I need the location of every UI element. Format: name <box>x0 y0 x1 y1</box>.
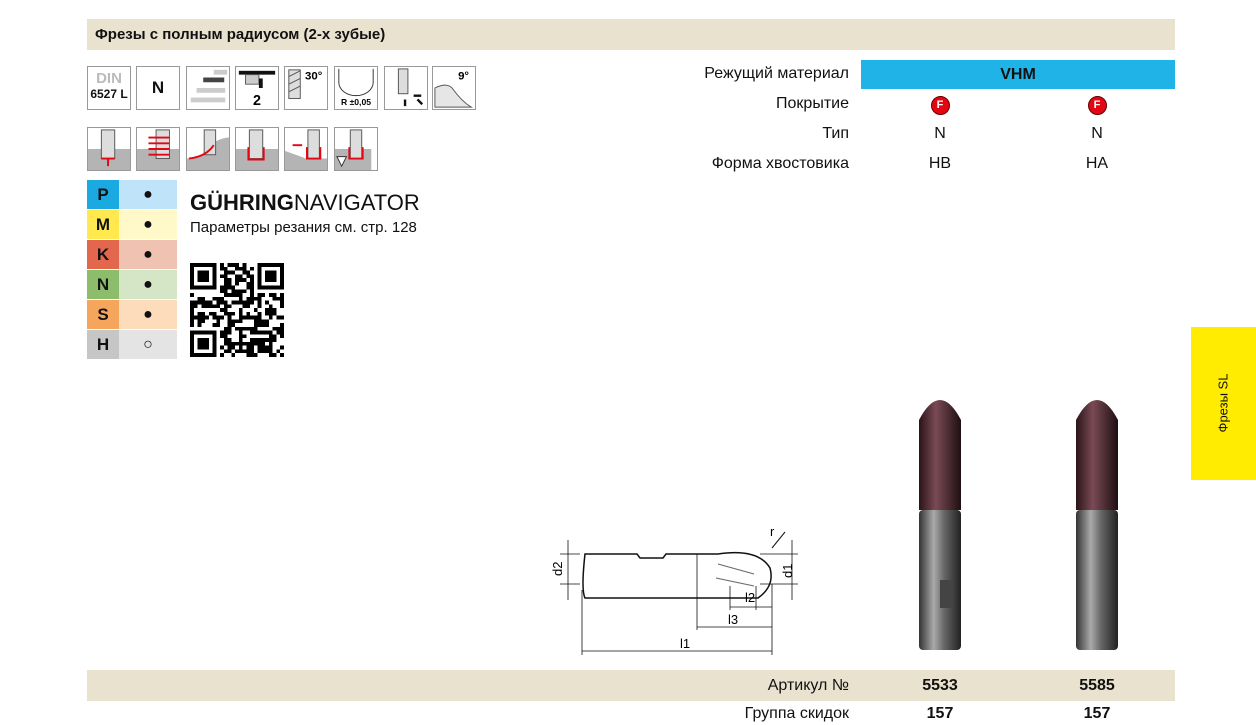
svg-text:l2: l2 <box>745 590 755 605</box>
svg-text:2: 2 <box>253 93 261 109</box>
material-row-p: P● <box>87 180 177 209</box>
tool-photo-5533 <box>919 400 961 650</box>
article-label: Артикул № <box>767 677 849 694</box>
cutting-material-value: VHM <box>861 60 1175 89</box>
flutes-icon: 2 <box>235 66 279 110</box>
plunge-drilling-icon <box>87 127 131 171</box>
dimension-drawing: d2 d1 r l1 l3 l2 <box>550 524 798 655</box>
shank-value: HB <box>928 155 952 172</box>
qr-code[interactable] <box>190 263 284 357</box>
material-row-h: H○ <box>87 330 177 359</box>
guhring-navigator-logo: GÜHRINGNAVIGATOR <box>190 190 420 215</box>
svg-text:r: r <box>770 524 775 539</box>
clearance-angle-icon: 9° <box>432 66 476 110</box>
shank-value: HA <box>1085 155 1109 172</box>
material-row-k: K● <box>87 240 177 269</box>
type-value: N <box>1091 125 1103 142</box>
feed-directions-icon <box>384 66 428 110</box>
discount-group-value: 157 <box>1083 705 1111 722</box>
svg-text:d1: d1 <box>780 564 795 578</box>
material-row-n: N● <box>87 270 177 299</box>
article-number[interactable]: 5585 <box>1079 677 1115 694</box>
svg-text:R ±0,05: R ±0,05 <box>341 97 371 107</box>
material-letter: S <box>87 300 119 329</box>
tolerance-icon <box>186 66 230 110</box>
label-shank: Форма хвостовика <box>711 155 849 172</box>
material-letter: H <box>87 330 119 359</box>
pocket-milling-icon <box>334 127 378 171</box>
suitability-mark: ● <box>119 300 177 329</box>
suitability-mark: ○ <box>119 330 177 359</box>
svg-text:l1: l1 <box>680 636 690 651</box>
type-n-icon: N <box>136 66 180 110</box>
side-tab[interactable]: Фрезы SL <box>1191 327 1256 480</box>
discount-group-label: Группа скидок <box>744 705 849 722</box>
material-letter: P <box>87 180 119 209</box>
discount-group-value: 157 <box>926 705 954 722</box>
material-letter: M <box>87 210 119 239</box>
material-row-m: M● <box>87 210 177 239</box>
helical-milling-icon <box>136 127 180 171</box>
svg-text:9°: 9° <box>458 70 469 82</box>
svg-text:d2: d2 <box>550 562 565 576</box>
din-standard-icon: DIN 6527 L <box>87 66 131 110</box>
material-letter: K <box>87 240 119 269</box>
helix-angle-icon: 30° <box>284 66 328 110</box>
ramping-icon <box>284 127 328 171</box>
suitability-mark: ● <box>119 240 177 269</box>
label-coating: Покрытие <box>776 95 849 112</box>
tool-photos <box>919 400 1118 650</box>
article-number[interactable]: 5533 <box>922 677 958 694</box>
svg-text:30°: 30° <box>305 70 323 82</box>
tool-photo-5585 <box>1076 400 1118 650</box>
slot-milling-icon <box>235 127 279 171</box>
label-type: Тип <box>822 125 849 142</box>
svg-text:l3: l3 <box>728 612 738 627</box>
cutting-params-note: Параметры резания см. стр. 128 <box>190 219 417 236</box>
label-cutting-material: Режущий материал <box>704 65 849 82</box>
coating-badge: F <box>880 95 1000 115</box>
article-row <box>87 670 1175 701</box>
profile-milling-icon <box>186 127 230 171</box>
coating-badge: F <box>1037 95 1157 115</box>
radius-tolerance-icon: R ±0,05 <box>334 66 378 110</box>
material-letter: N <box>87 270 119 299</box>
page-title: Фрезы с полным радиусом (2-х зубые) <box>87 19 1175 50</box>
type-value: N <box>934 125 946 142</box>
suitability-mark: ● <box>119 180 177 209</box>
material-row-s: S● <box>87 300 177 329</box>
suitability-mark: ● <box>119 270 177 299</box>
suitability-mark: ● <box>119 210 177 239</box>
